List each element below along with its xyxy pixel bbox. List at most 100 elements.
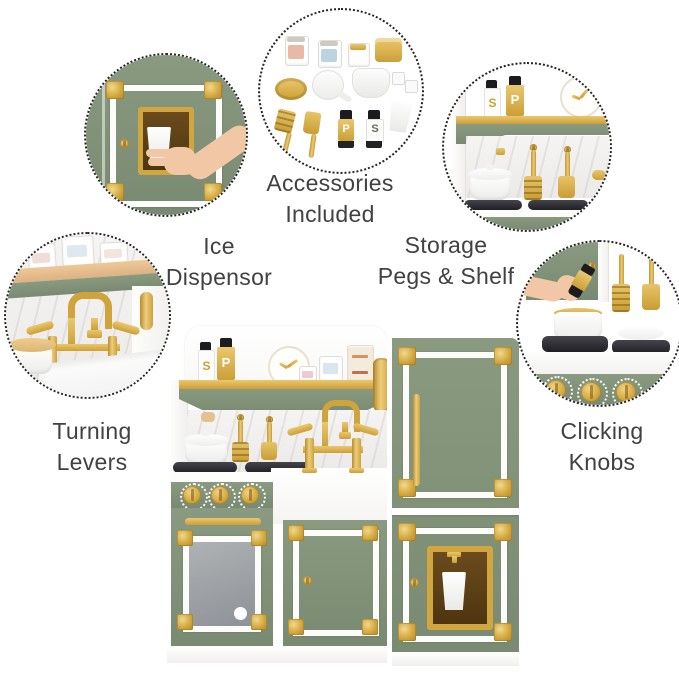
bottle-cap (368, 110, 380, 119)
dispenser-spigot-tip (452, 556, 457, 563)
stove-burner (612, 340, 670, 354)
shelf-gold-edge (456, 116, 610, 124)
turner-head (302, 110, 322, 136)
pepper-letter: P (510, 92, 520, 107)
stove-knob (581, 382, 601, 402)
storage-photo-circle: S P (442, 62, 612, 232)
pot-lid (183, 434, 229, 446)
gold-corner (398, 523, 416, 541)
faucet-crossbar (46, 344, 120, 351)
gold-corner (362, 619, 378, 635)
faucet-gooseneck (68, 292, 112, 329)
stove-burner (464, 200, 522, 210)
label-storage-pegs: Storage Pegs & Shelf (354, 230, 538, 292)
slotted-spatula-head (273, 108, 297, 134)
gold-corner (288, 525, 304, 541)
play-food-can (348, 43, 370, 67)
bottle-body: P (338, 119, 354, 141)
gold-corner (106, 81, 124, 99)
slotted-spatula-head (232, 442, 249, 462)
shaker-cap (509, 76, 521, 85)
shaker-cap (486, 80, 497, 88)
stove-burner (542, 336, 608, 352)
wall-clock (560, 76, 602, 118)
can-text (352, 371, 368, 374)
ice-dispenser-niche (427, 546, 493, 630)
can-lid (350, 44, 366, 50)
shelf-gold-edge (179, 380, 391, 389)
faucet-gooseneck (322, 400, 360, 432)
strainer-handle (337, 90, 353, 104)
salt-letter: S (488, 96, 497, 110)
shaker-body: S (198, 350, 215, 382)
dispenser-cup (442, 572, 466, 610)
faucet-post (352, 438, 361, 470)
turner-handle (649, 256, 654, 286)
turner-handle (267, 422, 272, 444)
pepper-letter: P (221, 355, 231, 370)
can-label (323, 363, 338, 374)
clock-hand (286, 358, 299, 369)
hanging-peg (530, 144, 537, 151)
play-kitchen: S P (163, 322, 523, 668)
faucet-post (305, 438, 314, 470)
hand-fingers (148, 158, 174, 166)
label-clicking-knobs: Clicking Knobs (522, 416, 679, 478)
label-ice-dispenser: Ice Dispensor (139, 231, 299, 293)
gold-corner (288, 619, 304, 635)
stove-knob (616, 382, 636, 402)
faucet-post (108, 336, 117, 372)
cabinet-door (283, 520, 389, 646)
faucet-crossbar (303, 446, 363, 453)
label-line: Levers (56, 449, 128, 475)
faucet-photo-circle (4, 232, 171, 399)
play-cup (386, 98, 415, 133)
stove-knob (211, 486, 229, 504)
can-label (321, 49, 337, 62)
kick-base (167, 646, 389, 663)
faucet-riser (68, 318, 75, 346)
bottle-body: S (366, 119, 384, 143)
hand-fingers (146, 149, 172, 157)
gold-corner (494, 523, 512, 541)
spatula-handle (280, 131, 293, 159)
unit-divider (387, 338, 392, 664)
fridge-door-frame (403, 352, 507, 498)
pot-lid-tan (8, 338, 56, 352)
label-line: Knobs (568, 449, 636, 475)
gold-corner (398, 623, 416, 641)
faucet-post (48, 336, 57, 372)
gold-corner (251, 530, 267, 546)
shaker-body: S (484, 88, 501, 118)
can-label (103, 248, 123, 259)
gold-corner (362, 525, 378, 541)
turner-handle (308, 133, 317, 159)
gold-corner (494, 623, 512, 641)
salt-bottle: S (366, 110, 384, 148)
bottle-base (366, 141, 382, 148)
label-line: Accessories (266, 170, 394, 196)
salt-letter: S (202, 359, 211, 373)
counter-edge (450, 210, 604, 217)
can-art (352, 355, 368, 358)
can-label (288, 45, 304, 59)
stove-burner (528, 200, 588, 210)
shaker-body: P (506, 85, 524, 116)
can-lid (287, 37, 305, 42)
cabinet-trim-frame (293, 530, 379, 636)
knob-tick-ring (612, 378, 643, 405)
label-turning-levers: Turning Levers (12, 416, 172, 478)
gold-corner (251, 614, 267, 630)
gold-corner (177, 614, 193, 630)
gold-corner (204, 81, 222, 99)
ice-cube (405, 80, 418, 93)
oven-window-frame (183, 536, 261, 632)
accessories-photo-circle: P S (258, 8, 424, 174)
can-label (66, 244, 88, 258)
post-base (302, 468, 317, 473)
oven-handle (185, 518, 261, 525)
play-butter-loaf (375, 38, 402, 62)
fridge-divider (392, 508, 519, 515)
label-accessories: Accessories Included (238, 168, 422, 230)
faucet-nozzle (87, 330, 102, 338)
